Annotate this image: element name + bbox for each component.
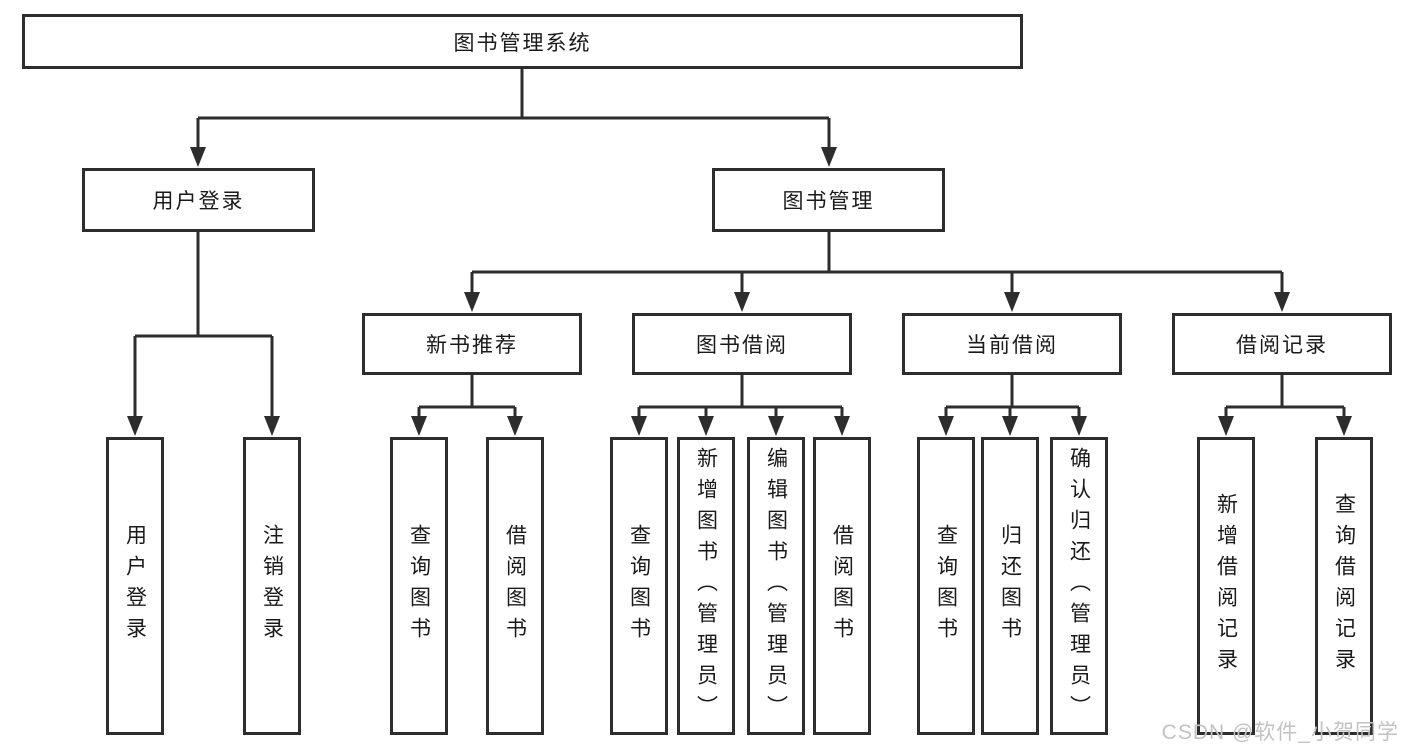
leaf-add-books-admin-label: 新增图书（管理员）	[694, 446, 718, 726]
leaf-return-books: 归还图书	[981, 437, 1039, 735]
node-user-login: 用户登录	[82, 168, 315, 232]
leaf-borrow-books-1-label: 借阅图书	[503, 524, 527, 648]
leaf-edit-books-admin: 编辑图书（管理员）	[747, 437, 805, 735]
leaf-borrow-books-1: 借阅图书	[486, 437, 544, 735]
leaf-confirm-return-admin: 确认归还（管理员）	[1050, 437, 1108, 735]
leaf-query-books-2: 查询图书	[610, 437, 668, 735]
leaf-return-books-label: 归还图书	[998, 524, 1022, 648]
leaf-query-borrow-record: 查询借阅记录	[1315, 437, 1373, 735]
leaf-logout: 注销登录	[243, 437, 301, 735]
leaf-user-login-label: 用户登录	[123, 524, 147, 648]
node-book-borrowing: 图书借阅	[632, 313, 852, 375]
leaf-query-borrow-record-label: 查询借阅记录	[1332, 493, 1356, 679]
leaf-add-borrow-record-label: 新增借阅记录	[1214, 493, 1238, 679]
leaf-query-books-2-label: 查询图书	[627, 524, 651, 648]
node-book-management: 图书管理	[712, 168, 945, 232]
leaf-confirm-return-admin-label: 确认归还（管理员）	[1067, 446, 1091, 726]
leaf-borrow-books-2-label: 借阅图书	[830, 524, 854, 648]
node-library-system: 图书管理系统	[22, 14, 1023, 69]
leaf-query-books-3-label: 查询图书	[934, 524, 958, 648]
leaf-edit-books-admin-label: 编辑图书（管理员）	[764, 446, 788, 726]
leaf-logout-label: 注销登录	[260, 524, 284, 648]
leaf-query-books-3: 查询图书	[917, 437, 975, 735]
leaf-query-books-1-label: 查询图书	[407, 524, 431, 648]
leaf-query-books-1: 查询图书	[390, 437, 448, 735]
leaf-user-login: 用户登录	[106, 437, 164, 735]
leaf-borrow-books-2: 借阅图书	[813, 437, 871, 735]
leaf-add-books-admin: 新增图书（管理员）	[677, 437, 735, 735]
node-current-borrowing: 当前借阅	[902, 313, 1122, 375]
watermark: CSDN @软件_小贺同学	[1161, 721, 1399, 744]
leaf-add-borrow-record: 新增借阅记录	[1197, 437, 1255, 735]
node-borrowing-records: 借阅记录	[1172, 313, 1392, 375]
node-new-book-recommend: 新书推荐	[362, 313, 582, 375]
